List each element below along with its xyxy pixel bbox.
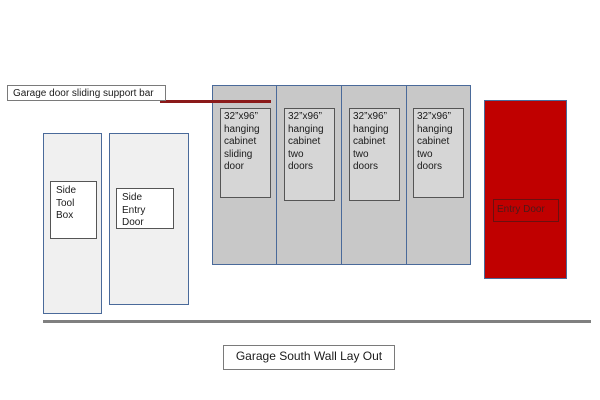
- entry-door-label: Entry Door: [493, 199, 559, 222]
- entry-door: [484, 100, 567, 279]
- side-tool-box-label: Side Tool Box: [50, 181, 97, 239]
- cabinet-label-1: 32”x96” hanging cabinet sliding door: [220, 108, 271, 198]
- cabinet-label-2: 32”x96” hanging cabinet two doors: [284, 108, 335, 201]
- diagram-title: Garage South Wall Lay Out: [223, 345, 395, 370]
- cabinet-label-3: 32”x96” hanging cabinet two doors: [349, 108, 400, 201]
- support-bar-line: [160, 100, 271, 103]
- support-bar-label: Garage door sliding support bar: [7, 85, 166, 101]
- floor-line: [43, 320, 591, 323]
- cabinet-label-4: 32”x96” hanging cabinet two doors: [413, 108, 464, 198]
- side-entry-door-label: Side Entry Door: [116, 188, 174, 229]
